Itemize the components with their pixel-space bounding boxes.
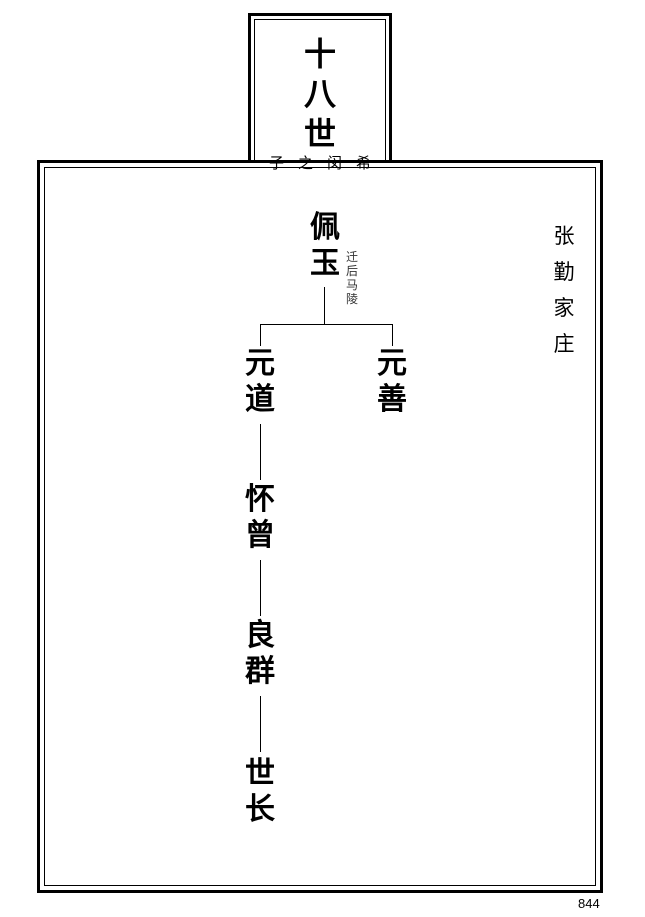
- person-peiyu: 佩玉: [310, 210, 340, 281]
- generation-title: 十 八 世: [255, 34, 385, 154]
- connector-line: [260, 560, 261, 616]
- connector-line: [260, 324, 261, 346]
- person-huaizeng: 怀曾: [245, 482, 275, 553]
- connector-line: [260, 424, 261, 480]
- person-yuanshan: 元善: [377, 346, 407, 417]
- page-frame: [37, 160, 603, 893]
- person-shichang: 世长: [245, 756, 275, 827]
- migration-note: 迁后马陵: [346, 250, 359, 306]
- generation-char: 世: [303, 115, 336, 153]
- connector-line: [260, 696, 261, 752]
- page-number: 844: [578, 896, 600, 911]
- generation-header-box: 十 八 世 子之闵希: [248, 13, 392, 172]
- generation-char: 十: [303, 35, 336, 73]
- connector-line: [392, 324, 393, 346]
- person-liangqun: 良群: [245, 618, 275, 689]
- place-label: 张勤家庄: [553, 224, 575, 356]
- connector-line: [260, 324, 393, 325]
- person-yuandao: 元道: [245, 346, 275, 417]
- generation-char: 八: [303, 75, 336, 113]
- connector-line: [324, 287, 325, 325]
